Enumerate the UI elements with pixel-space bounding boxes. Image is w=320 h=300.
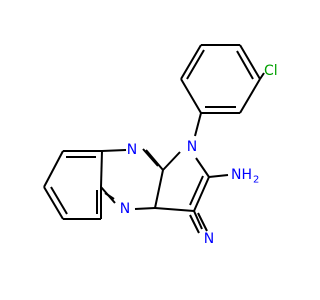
chlorophenyl-ring [180, 44, 265, 114]
bond [154, 169, 164, 209]
bond [142, 148, 159, 167]
bond [193, 176, 210, 212]
bond [154, 207, 195, 212]
bond [259, 72, 265, 80]
pyrazine-nitrogen-lower-label: N [120, 201, 130, 217]
pyrazine-ring [100, 148, 164, 210]
bond [208, 174, 229, 178]
bond [189, 214, 200, 234]
bond [162, 151, 181, 171]
bond [236, 50, 254, 80]
amino-group-label: NH 2 [231, 167, 259, 186]
bond [193, 210, 203, 230]
bond [197, 212, 208, 232]
molecule-canvas: Cl N N N NH 2 N [43, 44, 278, 247]
pyrazine-nitrogen-upper-label: N [127, 142, 137, 158]
bond [50, 186, 68, 215]
chlorine-label: Cl [264, 63, 278, 79]
amino-nh-label: NH [231, 167, 252, 183]
benzene-ring [43, 150, 102, 220]
bond [134, 207, 156, 210]
pyrrole-nitrogen-label: N [187, 139, 197, 155]
bond [239, 78, 261, 114]
molecule-structure: Cl N N N NH 2 N [43, 44, 278, 247]
nitrile-group [189, 210, 208, 234]
bond [189, 175, 204, 206]
bond [239, 44, 261, 80]
bond [100, 150, 103, 188]
bond [186, 49, 205, 80]
bond [43, 186, 64, 220]
bond [101, 149, 127, 152]
pyrrole-ring [154, 151, 210, 212]
bond [43, 150, 64, 188]
bond [145, 149, 164, 171]
amino-subscript-label: 2 [253, 175, 259, 186]
bond [180, 78, 202, 114]
bond [180, 44, 202, 80]
bond [195, 157, 210, 178]
nitrile-nitrogen-label: N [204, 231, 214, 247]
bond [194, 112, 202, 137]
bond [104, 192, 115, 200]
